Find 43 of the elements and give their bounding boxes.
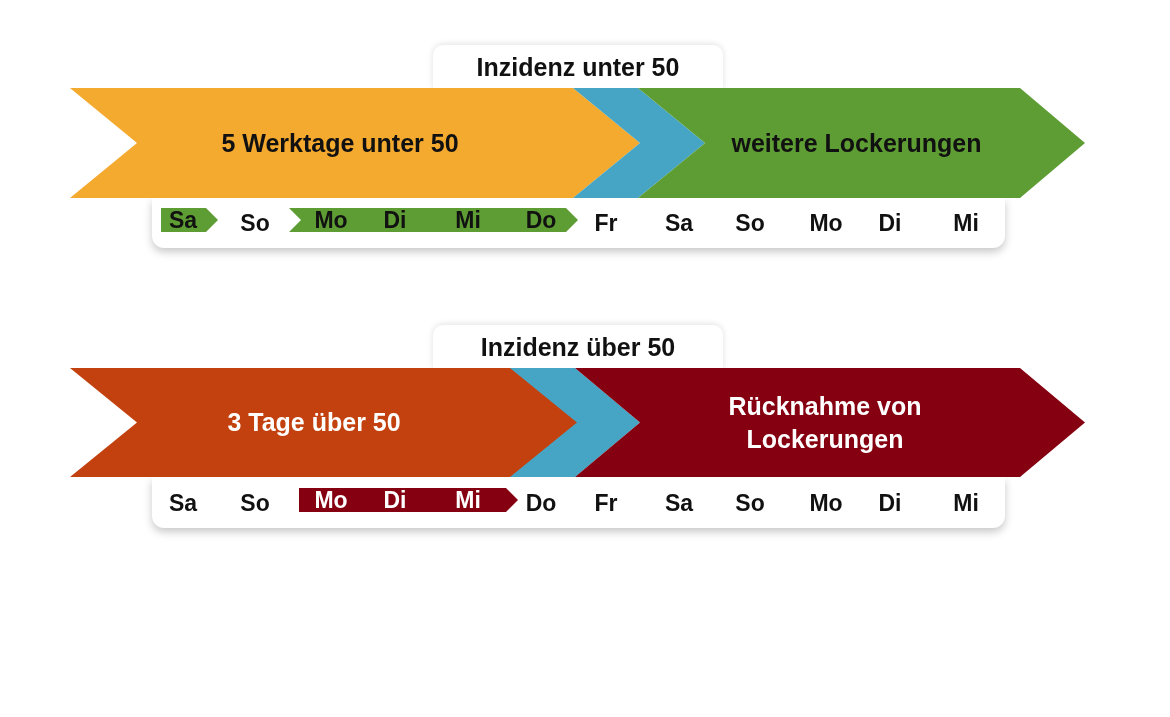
day-label: So xyxy=(735,211,765,235)
chevron-shape xyxy=(573,88,705,198)
heading-tab xyxy=(433,325,723,370)
highlight-bar xyxy=(299,488,518,512)
day-label: Do xyxy=(525,208,557,232)
phase-label: 3 Tage über 50 xyxy=(227,407,401,439)
day-label: Sa xyxy=(168,491,198,514)
day-label: Sa xyxy=(664,491,694,514)
phase-arrow xyxy=(70,368,578,477)
phase-label: weitere Lockerungen xyxy=(731,127,982,159)
day-label: So xyxy=(240,211,270,235)
day-label: Mo xyxy=(314,488,348,512)
day-label: So xyxy=(240,491,270,514)
phase-label: 5 Werktage unter 50 xyxy=(221,127,459,159)
day-label: Mo xyxy=(809,211,843,235)
day-label: Mi xyxy=(953,491,979,514)
day-label: Di xyxy=(383,488,407,512)
phase-arrow xyxy=(575,368,1085,477)
day-label: Di xyxy=(383,208,407,232)
day-label: Di xyxy=(878,211,902,235)
day-label: Di xyxy=(878,491,902,514)
day-label: Mi xyxy=(953,211,979,235)
day-label: Do xyxy=(525,491,557,514)
day-label: Fr xyxy=(594,211,618,235)
day-strip xyxy=(152,477,1005,528)
day-strip xyxy=(152,198,1005,248)
day-label: So xyxy=(735,491,765,514)
highlight-bar xyxy=(161,208,218,232)
day-label: Mi xyxy=(455,208,481,232)
highlight-bar xyxy=(289,208,578,232)
day-label: Sa xyxy=(664,211,694,235)
tab-label: Inzidenz unter 50 xyxy=(476,53,680,82)
phase-arrow xyxy=(638,88,1085,198)
chevron-shape xyxy=(510,368,640,477)
phase-arrow xyxy=(70,88,640,198)
day-label: Sa xyxy=(168,208,198,232)
heading-tab xyxy=(433,45,723,90)
phase-label: Rücknahme von Lockerungen xyxy=(727,391,923,455)
day-label: Mo xyxy=(314,208,348,232)
day-label: Mo xyxy=(809,491,843,514)
day-label: Mi xyxy=(455,488,481,512)
day-label: Fr xyxy=(594,491,618,514)
tab-label: Inzidenz über 50 xyxy=(480,333,676,362)
